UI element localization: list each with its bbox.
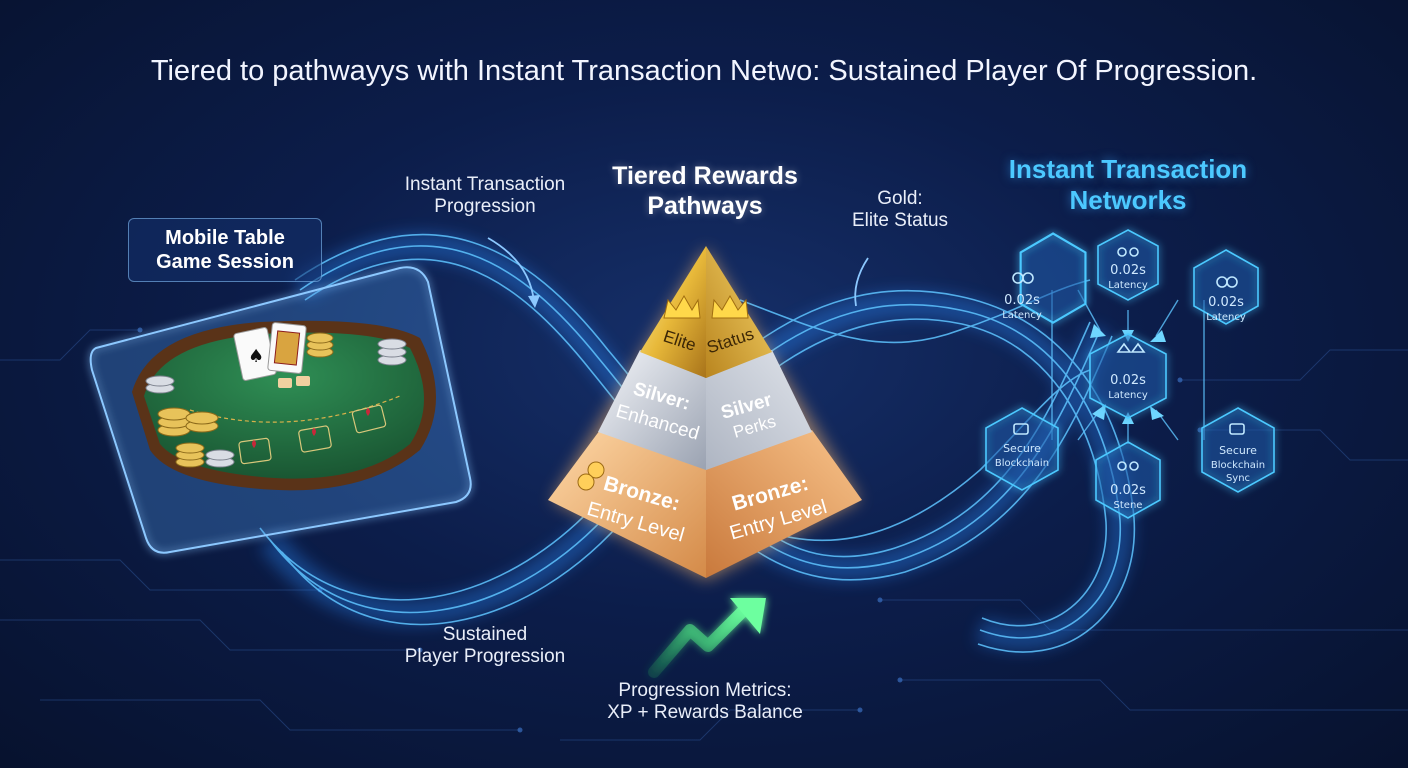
svg-text:0.02s: 0.02s [1110,483,1146,498]
label-instant-transaction-networks: Instant Transaction Networks [980,154,1276,215]
svg-text:♠: ♠ [248,346,264,367]
page-title: Tiered to pathwayys with Instant Transac… [150,55,1258,87]
node-hex-center [1089,333,1167,419]
node-hex-bottom-left [985,407,1059,491]
svg-text:0.02s: 0.02s [1110,263,1146,278]
blockchain-icon [1013,342,1245,435]
node-hex-bottom-right [1201,407,1275,493]
label-line: Instant Transaction [404,174,566,195]
label-line: Mobile Table [165,226,285,249]
svg-text:Stene: Stene [1114,500,1143,511]
label-line: Instant Transaction [1008,154,1248,184]
label-line: Progression Metrics: [618,680,792,701]
label-line: Pathways [647,191,763,220]
svg-text:Latency: Latency [1002,310,1042,321]
svg-text:Latency: Latency [1206,312,1246,323]
circuit-traces [0,329,1408,741]
growth-arrow-icon [648,598,766,678]
svg-text:0.02s: 0.02s [1208,295,1244,310]
svg-text:0.02s: 0.02s [1004,293,1040,308]
label-line: Tiered Rewards [612,162,798,190]
label-line: Game Session [156,251,294,273]
label-sustained-player-progression: Sustained Player Progression [380,624,590,669]
tier-gold [640,246,772,378]
playing-card-icon: ♠ [233,322,310,388]
svg-text:Sync: Sync [1226,473,1250,484]
blackjack-table [132,320,436,491]
callout-arrowhead [528,295,540,308]
network-hexagons [985,229,1275,519]
mobile-table-session-label: Mobile Table Game Session [156,226,294,275]
label-line: Gold: [877,188,923,209]
svg-text:Blockchain: Blockchain [995,458,1049,469]
label-tiered-rewards-pathways: Tiered Rewards Pathways [580,162,830,221]
label-line: Elite Status [851,210,949,232]
betting-spots [238,404,387,465]
label-line: Networks [1069,184,1187,215]
label-progression-metrics: Progression Metrics: XP + Rewards Balanc… [570,680,840,725]
label-line: Player Progression [404,646,566,668]
coin-icon [577,461,605,491]
label-line: Progression [434,196,536,218]
network-node-text: 0.02s Latency 0.02s Latency 0.02s Latenc… [995,263,1265,511]
mobile-table-session-box: Mobile Table Game Session [128,218,322,282]
label-gold-elite-status: Gold: Elite Status [830,188,970,233]
node-hex-top-right [1193,249,1259,325]
svg-text:Secure: Secure [1219,444,1257,457]
node-hex-top-left [1019,232,1087,324]
svg-text:Blockchain: Blockchain [1211,460,1265,471]
label-instant-transaction-progression: Instant Transaction Progression [380,174,590,219]
svg-text:Secure: Secure [1003,442,1041,455]
rewards-pyramid [548,246,862,580]
label-line: XP + Rewards Balance [607,702,803,724]
network-arrows [1090,324,1166,424]
label-line: Sustained [442,624,528,645]
tier-silver [598,350,812,470]
svg-text:Latency: Latency [1108,390,1148,401]
tier-bronze [548,430,862,578]
crown-icon [663,294,749,319]
node-hex-bottom [1095,441,1161,519]
node-hex-top [1097,229,1159,301]
svg-text:0.02s: 0.02s [1110,373,1146,388]
link-icon [1012,247,1238,471]
chip-stack-icon [145,332,407,468]
svg-text:Latency: Latency [1108,280,1148,291]
callout-lines [487,237,869,307]
